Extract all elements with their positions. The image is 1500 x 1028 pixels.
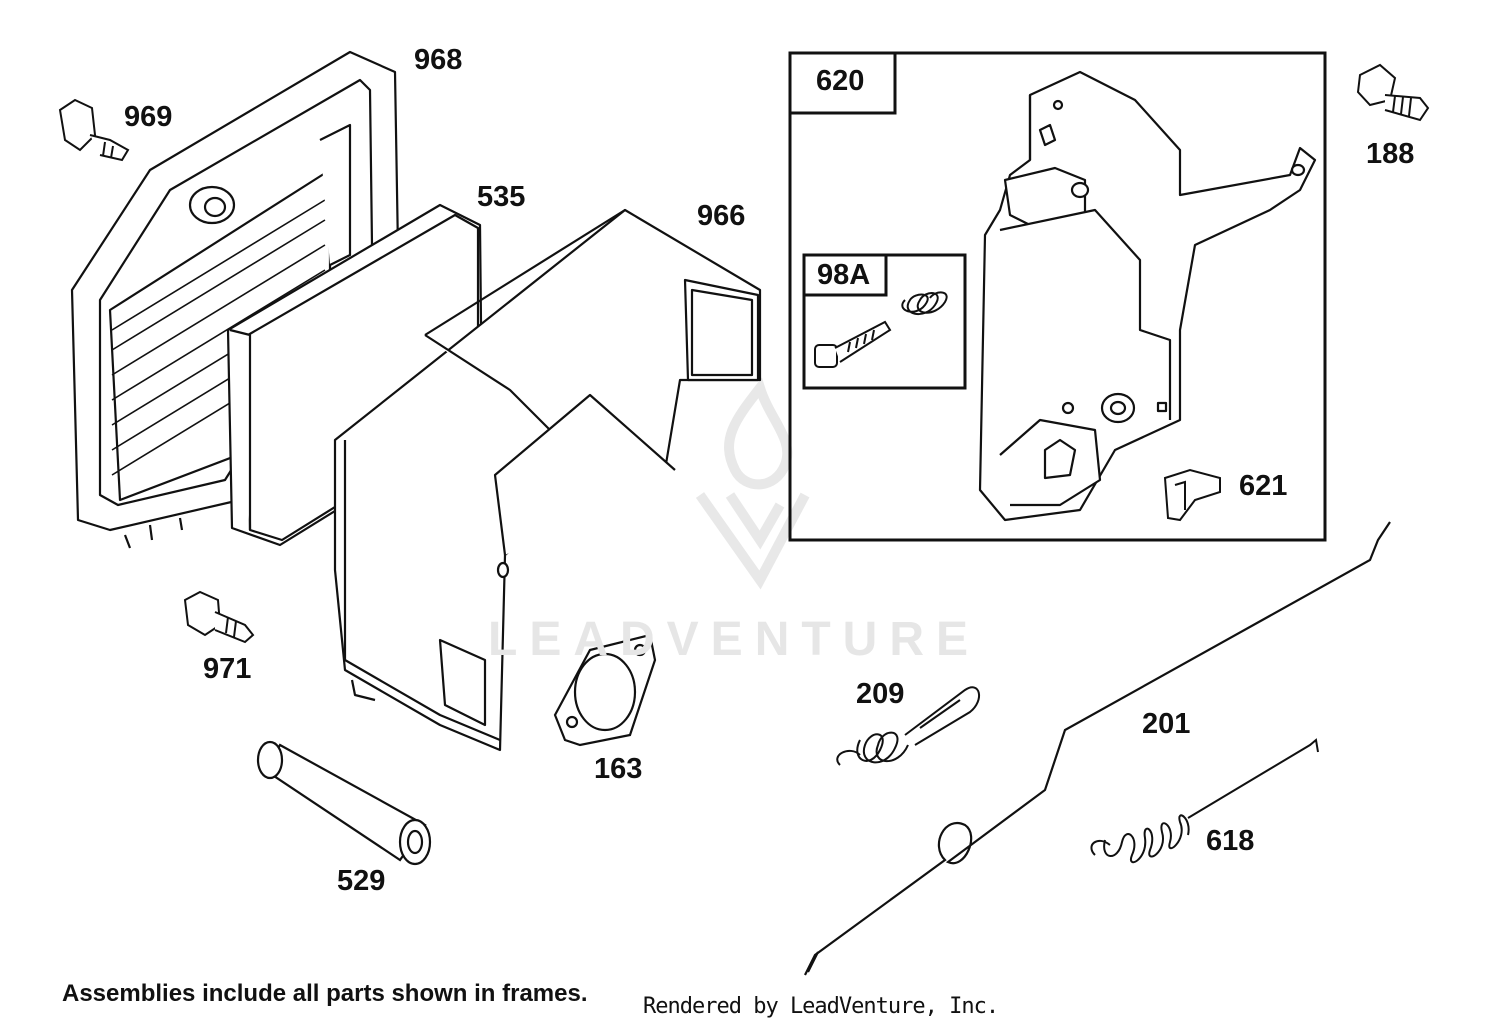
- air-filter: [226, 203, 484, 547]
- part-label-966: 966: [697, 200, 746, 232]
- part-label-968: 968: [414, 44, 463, 76]
- part-label-969: 969: [124, 101, 173, 133]
- frame-tag-98a: 98A: [817, 259, 871, 291]
- watermark-text: LEADVENTURE: [488, 613, 981, 666]
- spring-618: [1090, 738, 1319, 864]
- part-label-209: 209: [856, 678, 905, 710]
- part-label-163: 163: [594, 753, 643, 785]
- frame-tag-box-620: [788, 51, 897, 115]
- part-label-535: 535: [477, 181, 526, 213]
- bolt-188: [1356, 63, 1430, 122]
- assemblies-footnote: Assemblies include all parts shown in fr…: [62, 980, 588, 1007]
- assembly-frame-620: [788, 51, 1327, 542]
- rod-201: [804, 521, 1391, 976]
- part-label-971: 971: [203, 653, 252, 685]
- frame-tag-box-98a: [802, 253, 888, 297]
- control-bracket-620: [978, 70, 1317, 522]
- frame-tag-620: 620: [816, 65, 865, 97]
- part-label-529: 529: [337, 865, 386, 897]
- screw-969: [58, 98, 130, 162]
- clip-621: [1163, 468, 1221, 522]
- air-cleaner-cover: [333, 208, 762, 752]
- part-label-188: 188: [1366, 138, 1415, 170]
- gasket-163: [553, 633, 657, 747]
- part-label-618: 618: [1206, 825, 1255, 857]
- part-label-201: 201: [1142, 708, 1191, 740]
- tube-529: [256, 740, 432, 866]
- part-label-621: 621: [1239, 470, 1288, 502]
- screw-971: [183, 590, 255, 644]
- render-credit: Rendered by LeadVenture, Inc.: [643, 994, 999, 1019]
- screw-and-spring-98a: [814, 291, 948, 368]
- spring-209: [836, 686, 980, 766]
